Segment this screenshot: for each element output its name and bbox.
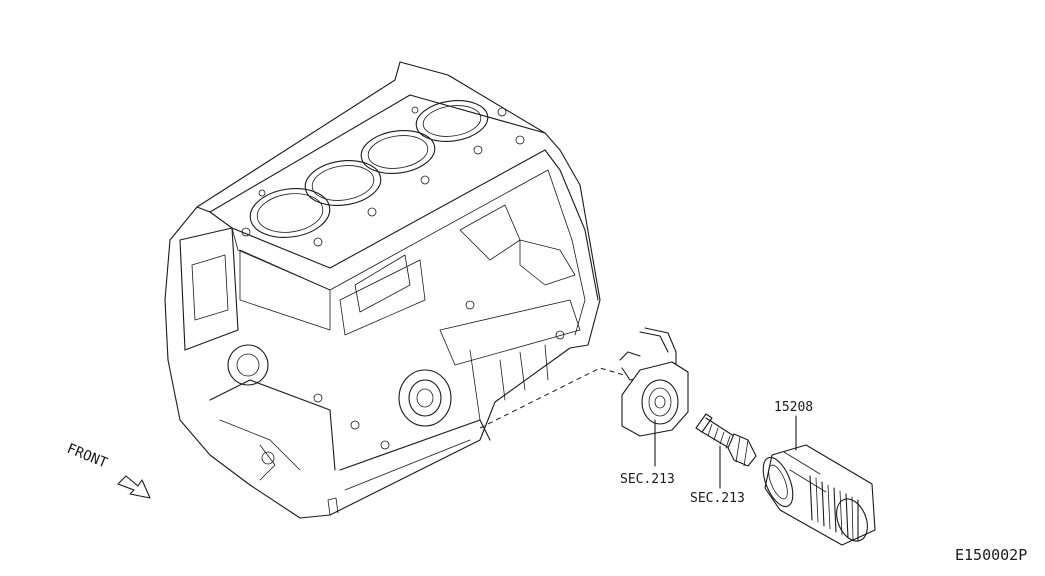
front-arrow-icon: [117, 475, 151, 499]
deck-bolt-holes: [241, 106, 525, 247]
label-oil-filter: 15208: [774, 400, 813, 415]
label-oil-cooler: SEC.213: [620, 472, 675, 487]
front-label: FRONT: [65, 441, 111, 472]
figure-code: E150002P: [955, 546, 1027, 564]
oil-cooler: [619, 327, 689, 437]
cooler-mount-face: [398, 369, 452, 427]
label-connector-bolt: SEC.213: [690, 491, 745, 506]
oil-filter: [762, 444, 876, 546]
front-direction-indicator: FRONT: [65, 441, 151, 499]
connector-bolt: [695, 413, 757, 467]
cylinder-bore-group: [249, 100, 489, 238]
cylinder-block: [164, 61, 601, 519]
